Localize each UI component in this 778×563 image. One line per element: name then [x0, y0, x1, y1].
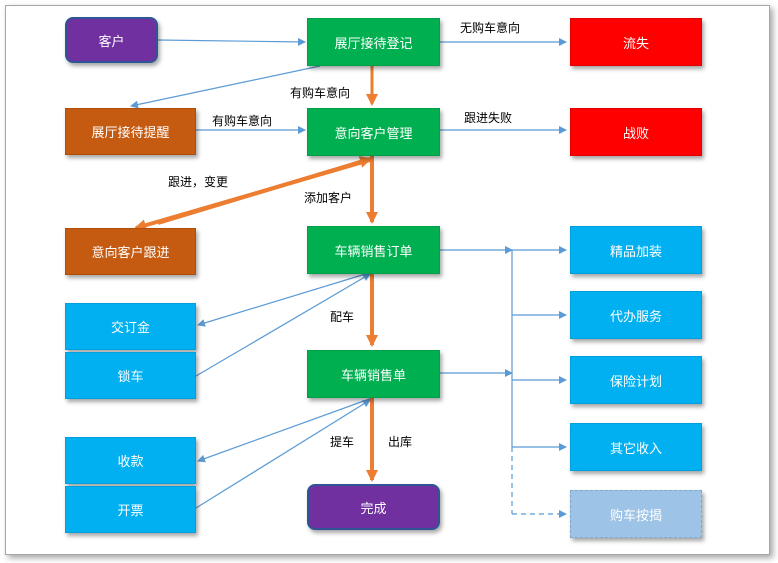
node-intent-customer-mgmt: 意向客户管理	[307, 108, 440, 156]
label-pick-up: 提车	[330, 435, 355, 449]
node-deposit: 交订金	[65, 303, 196, 350]
node-invoice: 开票	[65, 486, 196, 533]
node-defeat: 战败	[570, 108, 702, 156]
node-showroom-reminder: 展厅接待提醒	[65, 108, 196, 155]
node-lost: 流失	[570, 18, 702, 66]
label-followup-change: 跟进，变更	[168, 175, 229, 189]
label-assign-car: 配车	[330, 310, 355, 324]
node-customer: 客户	[65, 17, 158, 63]
node-lock-car: 锁车	[65, 352, 196, 399]
node-agency-service: 代办服务	[570, 291, 702, 339]
label-followup-failed: 跟进失败	[464, 111, 513, 125]
label-no-intent: 无购车意向	[460, 21, 521, 35]
node-other-income: 其它收入	[570, 423, 702, 471]
label-out-of-stock: 出库	[388, 435, 413, 449]
node-intent-customer-followup: 意向客户跟进	[65, 228, 196, 275]
node-car-loan: 购车按揭	[570, 490, 702, 538]
node-complete: 完成	[307, 484, 440, 530]
node-showroom-register: 展厅接待登记	[307, 18, 440, 66]
label-has-intent-right: 有购车意向	[212, 114, 273, 128]
node-insurance-plan: 保险计划	[570, 356, 702, 404]
label-add-customer: 添加客户	[304, 191, 353, 205]
node-payment: 收款	[65, 437, 196, 484]
label-has-intent-down: 有购车意向	[290, 86, 351, 100]
node-accessories: 精品加装	[570, 226, 702, 274]
node-vehicle-sales-slip: 车辆销售单	[307, 350, 440, 398]
node-vehicle-sales-order: 车辆销售订单	[307, 226, 440, 274]
